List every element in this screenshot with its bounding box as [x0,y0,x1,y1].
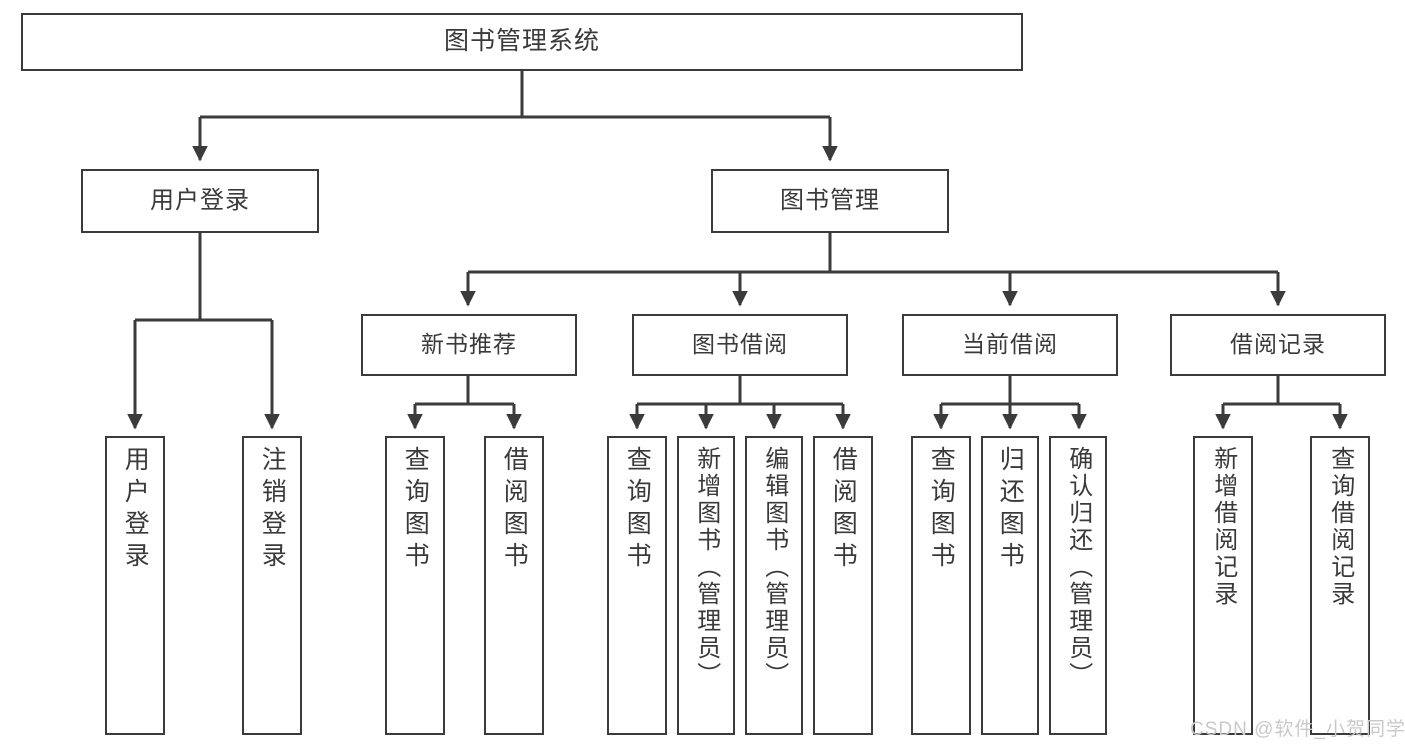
watermark-text: CSDN @软件_小贺同学 [1190,719,1405,740]
node-label: 用户登录 [150,186,250,214]
leaf-user-login-login[interactable]: 用户登录 [105,436,165,735]
node-root-book-management-system[interactable]: 图书管理系统 [21,13,1023,71]
node-new-book-recommend[interactable]: 新书推荐 [361,314,577,376]
leaf-current-borrow-return-book[interactable]: 归还图书 [981,436,1039,735]
leaf-book-borrow-edit-book-admin[interactable]: 编辑图书（管理员） [745,436,803,735]
node-user-login[interactable]: 用户登录 [81,169,319,233]
node-label: 编辑图书（管理员） [760,446,788,689]
node-label: 查询借阅记录 [1326,446,1354,608]
leaf-book-borrow-add-book-admin[interactable]: 新增图书（管理员） [677,436,735,735]
node-label: 查询图书 [927,446,956,574]
node-label: 图书借阅 [692,331,788,358]
node-label: 图书管理 [780,186,880,214]
node-label: 确认归还（管理员） [1064,446,1092,689]
node-current-borrow[interactable]: 当前借阅 [902,314,1118,376]
leaf-user-login-logout[interactable]: 注销登录 [242,436,302,735]
node-label: 借阅记录 [1230,331,1326,358]
node-label: 新增图书（管理员） [692,446,720,689]
node-book-management[interactable]: 图书管理 [711,169,949,233]
node-borrow-record[interactable]: 借阅记录 [1170,314,1386,376]
node-label: 借阅图书 [500,446,529,574]
leaf-new-book-query-book[interactable]: 查询图书 [385,436,445,735]
node-label: 借阅图书 [829,446,858,574]
leaf-borrow-record-add-record[interactable]: 新增借阅记录 [1193,436,1253,735]
node-label: 注销登录 [258,446,287,574]
node-label: 归还图书 [996,446,1025,574]
node-label: 图书管理系统 [443,27,600,56]
leaf-new-book-borrow-book[interactable]: 借阅图书 [484,436,544,735]
node-label: 新书推荐 [421,331,517,358]
leaf-borrow-record-query-record[interactable]: 查询借阅记录 [1310,436,1370,735]
node-book-borrow[interactable]: 图书借阅 [632,314,848,376]
node-label: 查询图书 [401,446,430,574]
node-label: 当前借阅 [962,331,1058,358]
leaf-book-borrow-borrow-book[interactable]: 借阅图书 [813,436,873,735]
node-label: 新增借阅记录 [1209,446,1237,608]
leaf-book-borrow-query-book[interactable]: 查询图书 [607,436,667,735]
node-label: 用户登录 [121,446,150,574]
leaf-current-borrow-confirm-return-admin[interactable]: 确认归还（管理员） [1049,436,1107,735]
node-label: 查询图书 [623,446,652,574]
leaf-current-borrow-query-book[interactable]: 查询图书 [911,436,971,735]
